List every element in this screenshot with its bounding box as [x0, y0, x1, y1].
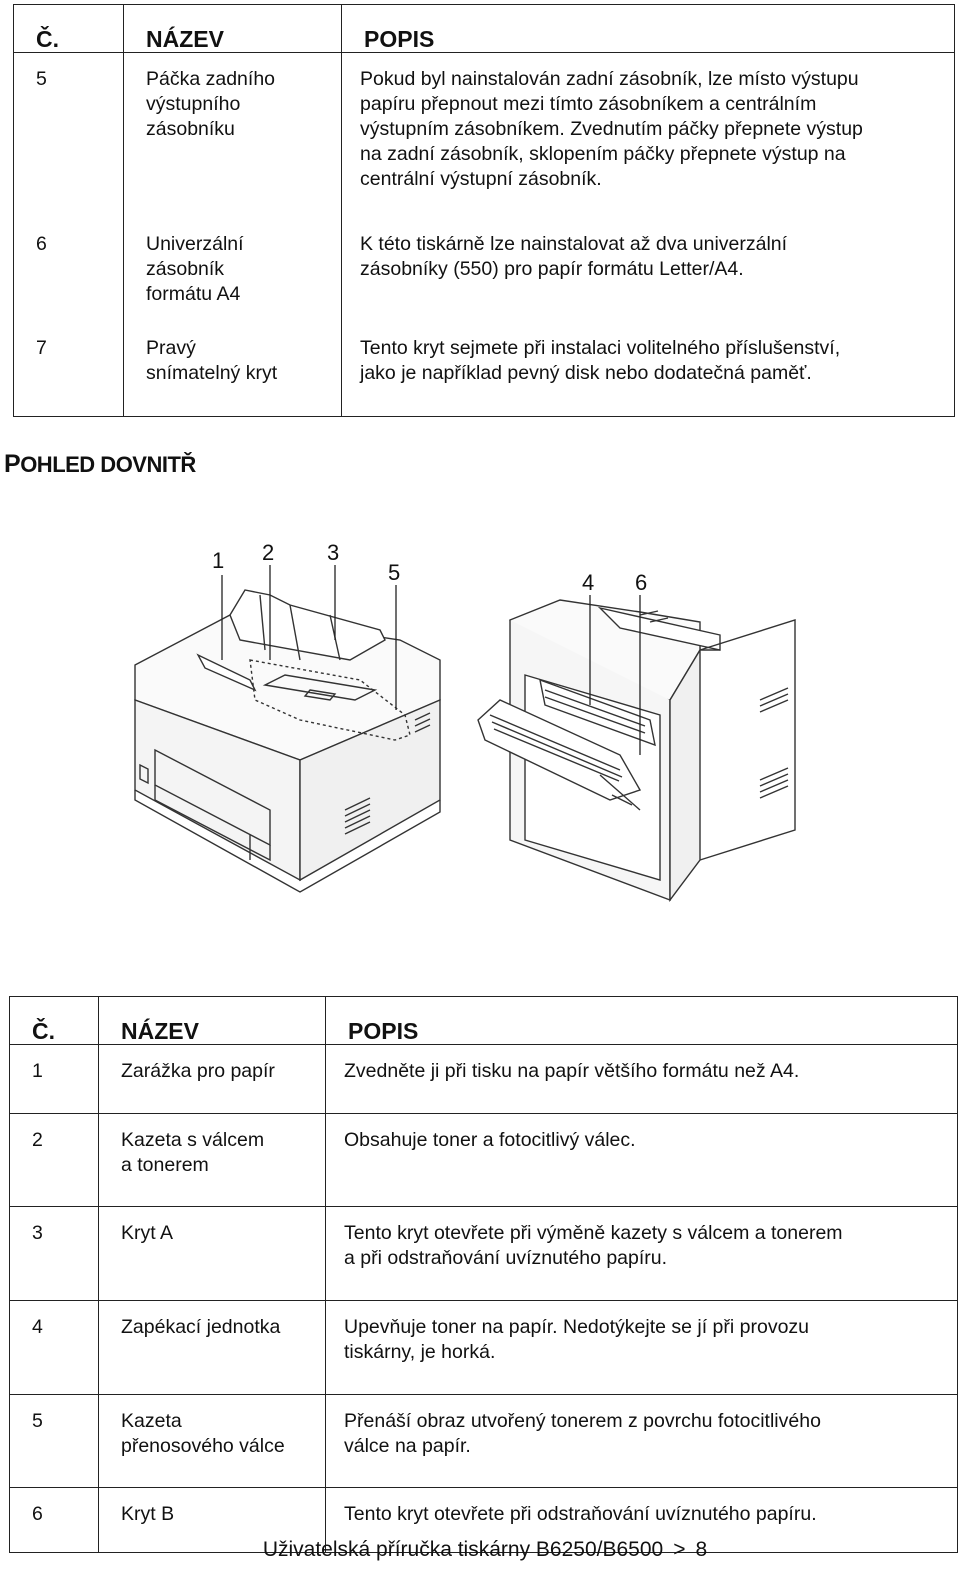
row-name: Zapékací jednotka	[98, 1300, 326, 1395]
callout-6: 6	[635, 570, 648, 595]
table-row: 1 Zarážka pro papír Zvedněte ji při tisk…	[9, 1044, 958, 1114]
table-row: 3 Kryt A Tento kryt otevřete při výměně …	[9, 1206, 958, 1301]
row-number: 4	[9, 1300, 99, 1395]
row-name: Zarážka pro papír	[98, 1044, 326, 1114]
row-number: 5	[13, 52, 124, 218]
row-description: Tento kryt sejmete při instalaci volitel…	[341, 322, 955, 417]
callout-2: 2	[262, 540, 275, 565]
row-number: 2	[9, 1113, 99, 1207]
section-heading-initial: P	[4, 450, 21, 478]
row-description: K této tiskárně lze nainstalovat až dva …	[341, 218, 955, 322]
row-name: Pravý snímatelný kryt	[123, 322, 342, 417]
row-description: Přenáší obraz utvořený tonerem z povrchu…	[325, 1394, 958, 1488]
printer-front-view	[134, 589, 441, 893]
row-description: Obsahuje toner a fotocitlivý válec.	[325, 1113, 958, 1207]
row-description: Pokud byl nainstalován zadní zásobník, l…	[341, 52, 955, 218]
parts-table-bottom: Č. NÁZEV POPIS 1 Zarážka pro papír Zvedn…	[9, 996, 958, 1553]
row-description: Tento kryt otevřete při výměně kazety s …	[325, 1206, 958, 1301]
row-name: Kazeta s válcem a tonerem	[98, 1113, 326, 1207]
header-description: POPIS	[341, 4, 955, 53]
row-number: 1	[9, 1044, 99, 1114]
header-name: NÁZEV	[123, 4, 342, 53]
row-number: 5	[9, 1394, 99, 1488]
row-name: Kazeta přenosového válce	[98, 1394, 326, 1488]
section-heading-rest: OHLED DOVNITŘ	[20, 452, 196, 477]
row-name: Kryt B	[98, 1487, 326, 1553]
callout-5: 5	[388, 560, 401, 585]
footer-title: Uživatelská příručka tiskárny B6250/B650…	[262, 1538, 664, 1561]
table-row: 4 Zapékací jednotka Upevňuje toner na pa…	[9, 1300, 958, 1395]
callout-1: 1	[212, 548, 225, 573]
callout-leaders	[221, 565, 641, 755]
footer-separator: >	[673, 1538, 686, 1561]
page-footer: Uživatelská příručka tiskárny B6250/B650…	[0, 1538, 960, 1562]
callout-3: 3	[327, 540, 340, 565]
table-row: 6 Univerzální zásobník formátu A4 K této…	[13, 218, 955, 322]
row-name: Univerzální zásobník formátu A4	[123, 218, 342, 322]
printer-rear-view	[477, 599, 796, 903]
header-name: NÁZEV	[98, 996, 326, 1045]
callout-4: 4	[582, 570, 595, 595]
header-description: POPIS	[325, 996, 958, 1045]
row-name: Páčka zadního výstupního zásobníku	[123, 52, 342, 218]
page-number: 8	[695, 1538, 708, 1561]
parts-table-top: Č. NÁZEV POPIS 5 Páčka zadního výstupníh…	[13, 4, 955, 417]
row-description: Zvedněte ji při tisku na papír většího f…	[325, 1044, 958, 1114]
section-heading: POHLED DOVNITŘ	[4, 450, 196, 479]
table-row: 5 Páčka zadního výstupního zásobníku Pok…	[13, 52, 955, 218]
row-description: Upevňuje toner na papír. Nedotýkejte se …	[325, 1300, 958, 1395]
table-row: 7 Pravý snímatelný kryt Tento kryt sejme…	[13, 322, 955, 417]
row-number: 7	[13, 322, 124, 417]
row-description: Tento kryt otevřete při odstraňování uví…	[325, 1487, 958, 1553]
header-number: Č.	[13, 4, 124, 53]
row-number: 3	[9, 1206, 99, 1301]
table-row: 5 Kazeta přenosového válce Přenáší obraz…	[9, 1394, 958, 1488]
table-row: 2 Kazeta s válcem a tonerem Obsahuje ton…	[9, 1113, 958, 1207]
table-row: 6 Kryt B Tento kryt otevřete při odstraň…	[9, 1487, 958, 1553]
row-number: 6	[13, 218, 124, 322]
header-number: Č.	[9, 996, 99, 1045]
row-name: Kryt A	[98, 1206, 326, 1301]
